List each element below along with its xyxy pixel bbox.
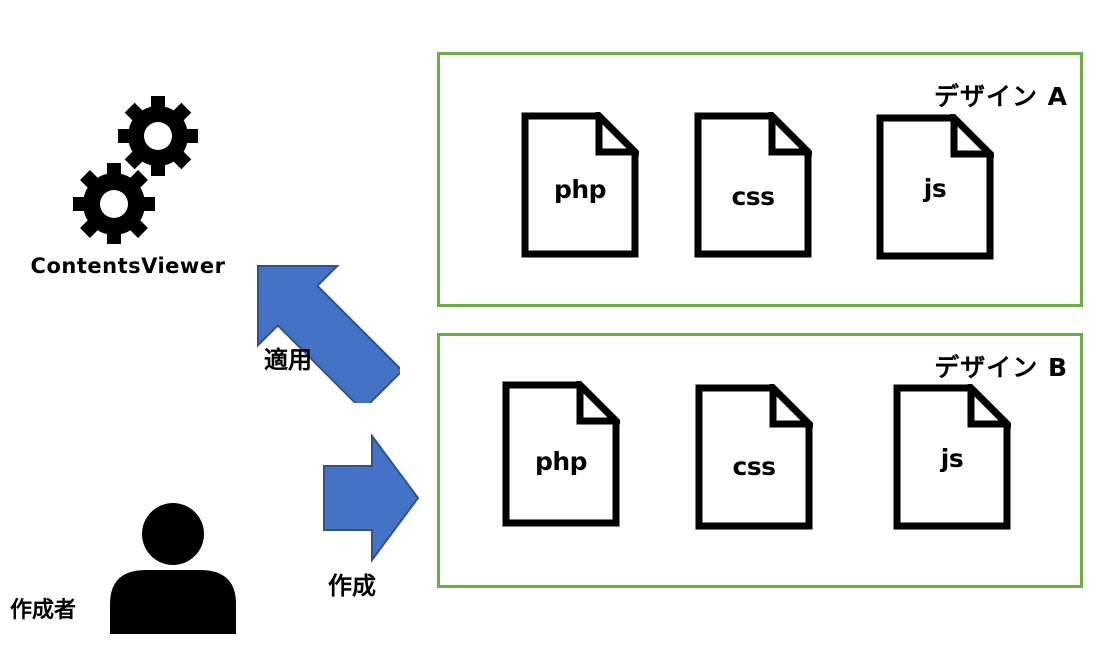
create-label: 作成 <box>328 572 376 600</box>
design-a-css-file: css <box>694 112 812 258</box>
apply-label: 適用 <box>264 346 312 374</box>
file-icon <box>502 381 620 527</box>
file-icon <box>893 384 1011 530</box>
design-b-js-file: js <box>893 384 1011 530</box>
apply-arrow <box>250 258 404 412</box>
contents-viewer-label: ContentsViewer <box>30 254 226 278</box>
design-a-title: デザイン A <box>933 82 1068 111</box>
author-label: 作成者 <box>10 598 77 623</box>
design-b-php-file: php <box>502 381 620 527</box>
design-a-php-file: php <box>521 112 639 258</box>
file-label-php: php <box>534 447 588 476</box>
file-label-js: js <box>923 174 947 203</box>
gear-icon-upper <box>118 96 198 176</box>
file-icon <box>694 112 812 258</box>
file-icon <box>695 384 813 530</box>
design-b-css-file: css <box>695 384 813 530</box>
file-label-js: js <box>940 444 964 473</box>
design-b-title: デザイン B <box>934 353 1068 382</box>
gears-icon <box>70 92 202 245</box>
gear-icon-lower <box>73 163 155 245</box>
file-icon <box>521 112 639 258</box>
design-a-js-file: js <box>876 114 994 260</box>
file-icon <box>876 114 994 260</box>
create-arrow <box>322 432 422 564</box>
person-icon <box>110 500 236 634</box>
file-label-css: css <box>732 452 776 481</box>
file-label-css: css <box>731 182 775 211</box>
file-label-php: php <box>553 175 607 204</box>
